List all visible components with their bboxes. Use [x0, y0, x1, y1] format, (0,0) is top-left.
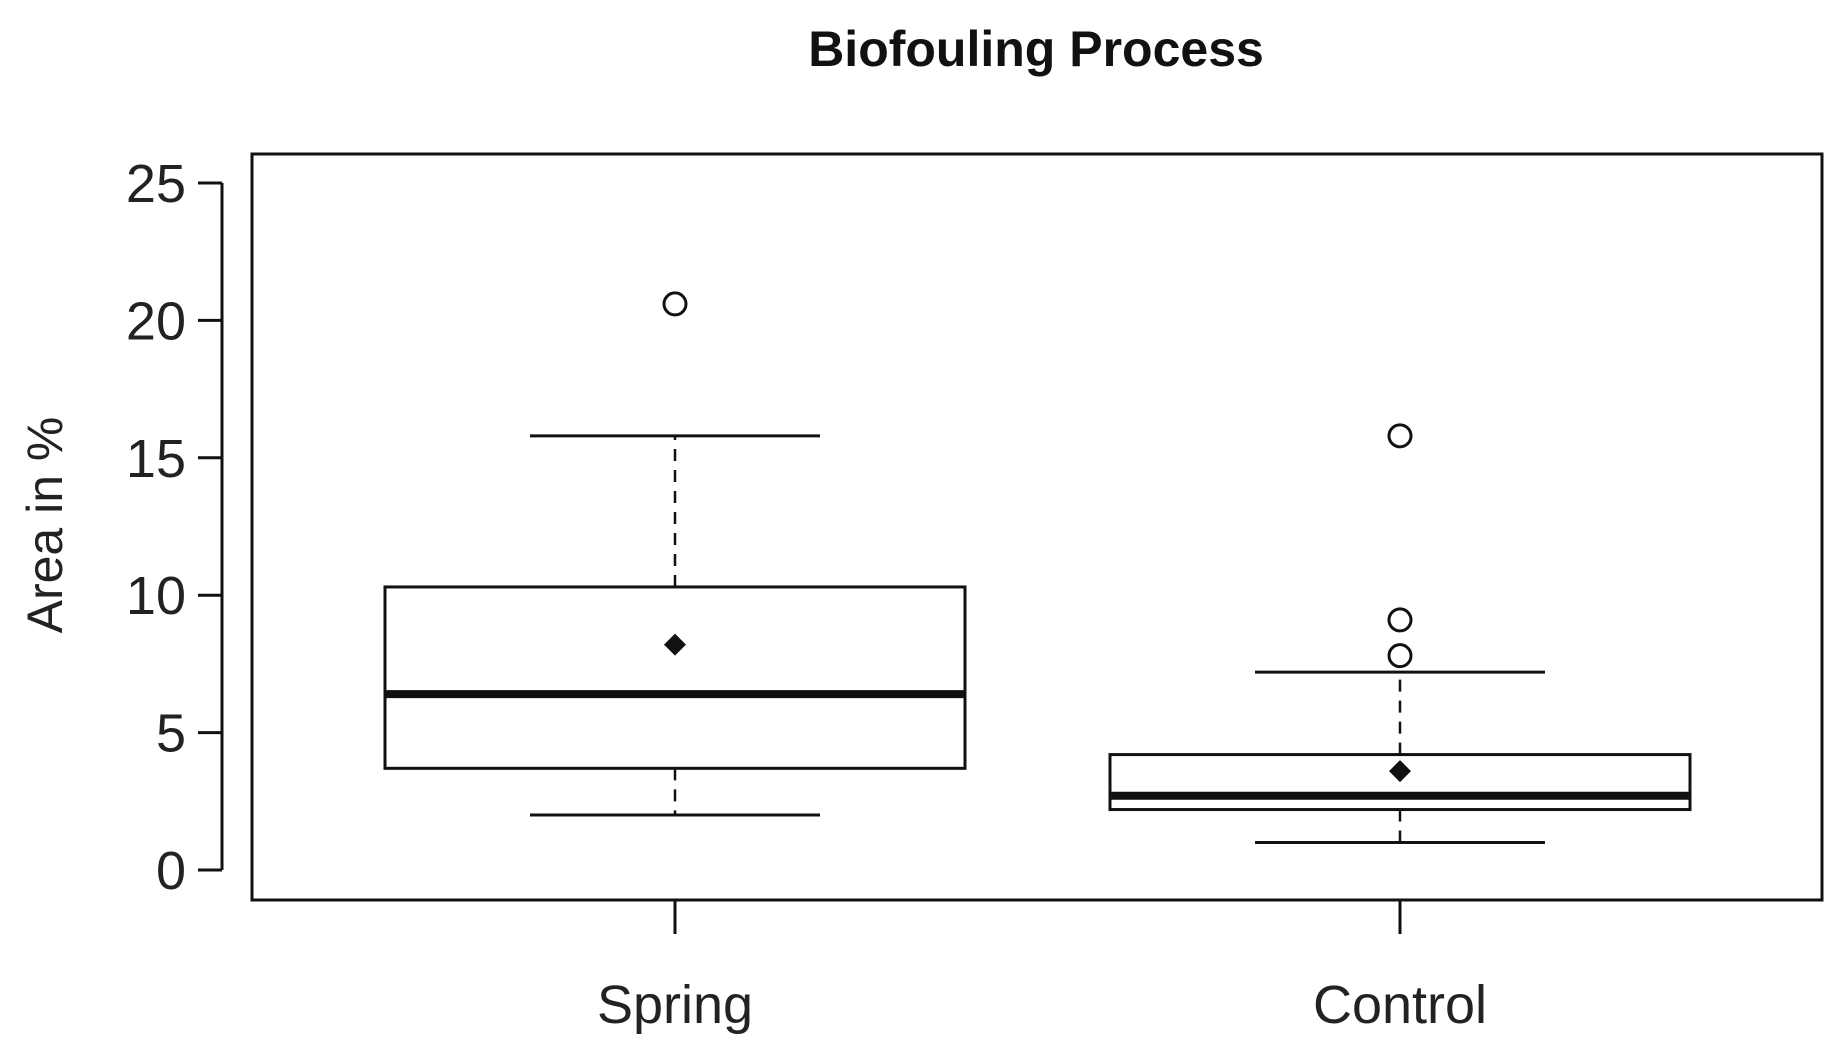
- box: [383, 585, 967, 770]
- x-axis: Spring Control: [597, 900, 1487, 1035]
- y-axis-label: Area in %: [17, 417, 73, 634]
- y-axis: 0 5 10 15 20 25: [126, 154, 224, 901]
- chart-title: Biofouling Process: [808, 21, 1264, 77]
- y-tick-label: 15: [126, 429, 186, 489]
- plot-frame: [250, 152, 1824, 902]
- mean-marker: [1389, 760, 1411, 783]
- y-tick-label: 20: [126, 291, 186, 351]
- x-tick-label: Spring: [597, 975, 753, 1035]
- y-tick-label: 5: [156, 704, 186, 764]
- y-tick-label: 25: [126, 154, 186, 214]
- outlier-point: [1387, 607, 1413, 633]
- outlier-point: [662, 291, 688, 317]
- x-tick-label: Control: [1313, 975, 1487, 1035]
- mean-marker: [664, 633, 686, 656]
- outlier-point: [1387, 423, 1413, 449]
- box-plot-spring: [383, 291, 967, 817]
- y-tick-label: 10: [126, 566, 186, 626]
- y-tick-label: 0: [156, 841, 186, 901]
- box-plots: [383, 291, 1692, 845]
- outlier-point: [1387, 643, 1413, 669]
- box-plot-control: [1108, 423, 1692, 845]
